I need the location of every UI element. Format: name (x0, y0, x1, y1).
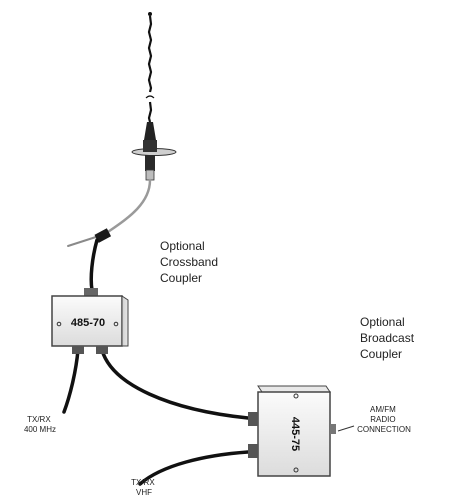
coupler-445-75: 445-75 (248, 385, 336, 477)
coupler-part-number: 485-70 (71, 317, 105, 329)
radio-leader-line (337, 425, 355, 432)
tx-rx-vhf-label: TX/RX VHF (131, 478, 157, 497)
crossband-coupler-callout: Optional Crossband Coupler (160, 239, 221, 285)
tx-rx-400mhz-label: TX/RX 400 MHz (24, 415, 56, 434)
broadcast-coupler-callout: Optional Broadcast Coupler (360, 315, 417, 361)
am-fm-radio-connection-label: AM/FM RADIO CONNECTION (357, 405, 411, 434)
cables (62, 178, 250, 486)
antenna-whip (145, 12, 155, 123)
coupler-485-70: 485-70 (51, 288, 129, 354)
antenna-mount (131, 122, 177, 181)
coupler-part-number: 445-75 (289, 417, 301, 451)
